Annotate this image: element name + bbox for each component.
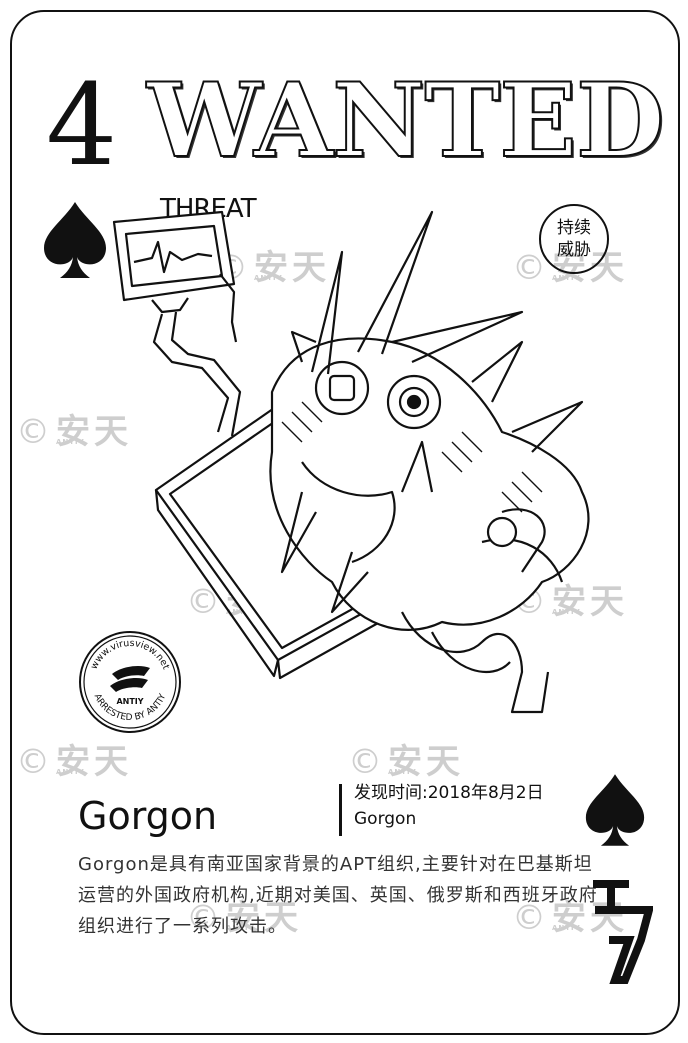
threat-description: Gorgon是具有南亚国家背景的APT组织,主要针对在巴基斯坦运营的外国政府机构… xyxy=(78,854,598,937)
rotated-rank-mark xyxy=(593,880,653,984)
stamp-logo-text: ANTIY xyxy=(116,697,143,706)
threat-type-badge: 持续 威胁 xyxy=(539,204,609,274)
monitor-icon xyxy=(112,210,236,314)
arrested-stamp: www.virusview.net ARRESTED BY ANTIY ANTI… xyxy=(79,631,181,733)
wanted-title: WANTED xyxy=(146,61,666,181)
antiy-logo-icon xyxy=(110,666,150,692)
discovery-info: 发现时间:2018年8月2日 Gorgon xyxy=(354,780,544,832)
spade-icon xyxy=(44,202,106,278)
monster-illustration xyxy=(112,210,590,714)
discovery-name: Gorgon xyxy=(354,809,417,829)
badge-line-2: 威胁 xyxy=(557,240,591,260)
divider xyxy=(339,784,342,836)
card-rank: 4 xyxy=(46,61,118,191)
badge-line-1: 持续 xyxy=(557,218,591,238)
discovery-date: 发现时间:2018年8月2日 xyxy=(354,783,544,803)
threat-name: Gorgon xyxy=(78,794,218,838)
spade-icon xyxy=(585,774,645,846)
